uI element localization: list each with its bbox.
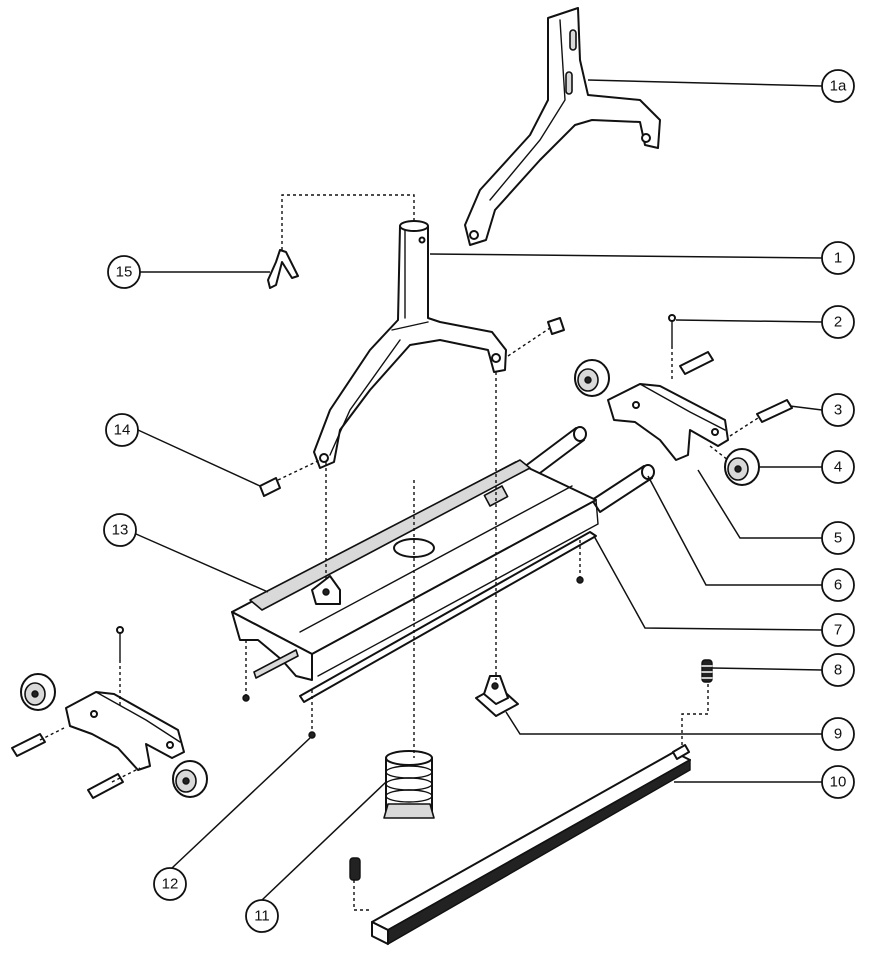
part-8-spring-lower: [349, 857, 361, 881]
callout-7: 7: [821, 613, 855, 647]
part-13-body-housing: [231, 459, 599, 681]
callout-14: 14: [105, 413, 139, 447]
part-2-pin: [668, 314, 676, 347]
callout-label: 9: [834, 726, 842, 743]
callout-13: 13: [103, 513, 137, 547]
part-3-axle: [11, 351, 793, 799]
callout-label: 3: [834, 402, 842, 419]
callout-2: 2: [821, 305, 855, 339]
part-4-wheel: [20, 359, 760, 798]
callout-10: 10: [821, 765, 855, 799]
callout-12: 12: [153, 867, 187, 901]
callout-8: 8: [821, 653, 855, 687]
callout-label: 4: [834, 459, 842, 476]
callout-label: 8: [834, 662, 842, 679]
callout-label: 11: [254, 908, 270, 925]
callout-15: 15: [107, 255, 141, 289]
callout-label: 2: [834, 314, 842, 331]
part-9-bracket: [475, 675, 519, 717]
callout-label: 6: [834, 577, 842, 594]
callout-label: 1: [834, 250, 842, 267]
callout-label: 14: [114, 422, 131, 439]
callout-4: 4: [821, 450, 855, 484]
part-2-pin-left: [116, 626, 124, 661]
part-1-fork-handle: [313, 220, 507, 469]
callout-1: 1: [821, 241, 855, 275]
part-15-clip: [267, 249, 299, 289]
callout-11: 11: [245, 899, 279, 933]
callout-label: 15: [116, 264, 133, 281]
assembly-guides: [39, 194, 759, 911]
callout-label: 5: [834, 530, 842, 547]
part-1a-fork-yoke: [464, 7, 661, 246]
part-7-strip: [299, 531, 597, 703]
callout-label: 12: [162, 876, 179, 893]
callout-label: 7: [834, 622, 842, 639]
callout-label: 1a: [830, 78, 847, 95]
leader-lines: [135, 79, 823, 901]
part-5-wheel-carrier: [65, 383, 729, 771]
callout-label: 13: [112, 522, 129, 539]
callout-label: 10: [830, 774, 847, 791]
callout-1a: 1a: [821, 69, 855, 103]
callout-9: 9: [821, 717, 855, 751]
callout-6: 6: [821, 568, 855, 602]
part-8-spring: [701, 659, 713, 683]
part-11-cylinder: [383, 750, 435, 819]
part-14-screw: [259, 317, 565, 497]
callout-5: 5: [821, 521, 855, 555]
part-10-brush-bar: [371, 744, 691, 946]
callout-3: 3: [821, 393, 855, 427]
